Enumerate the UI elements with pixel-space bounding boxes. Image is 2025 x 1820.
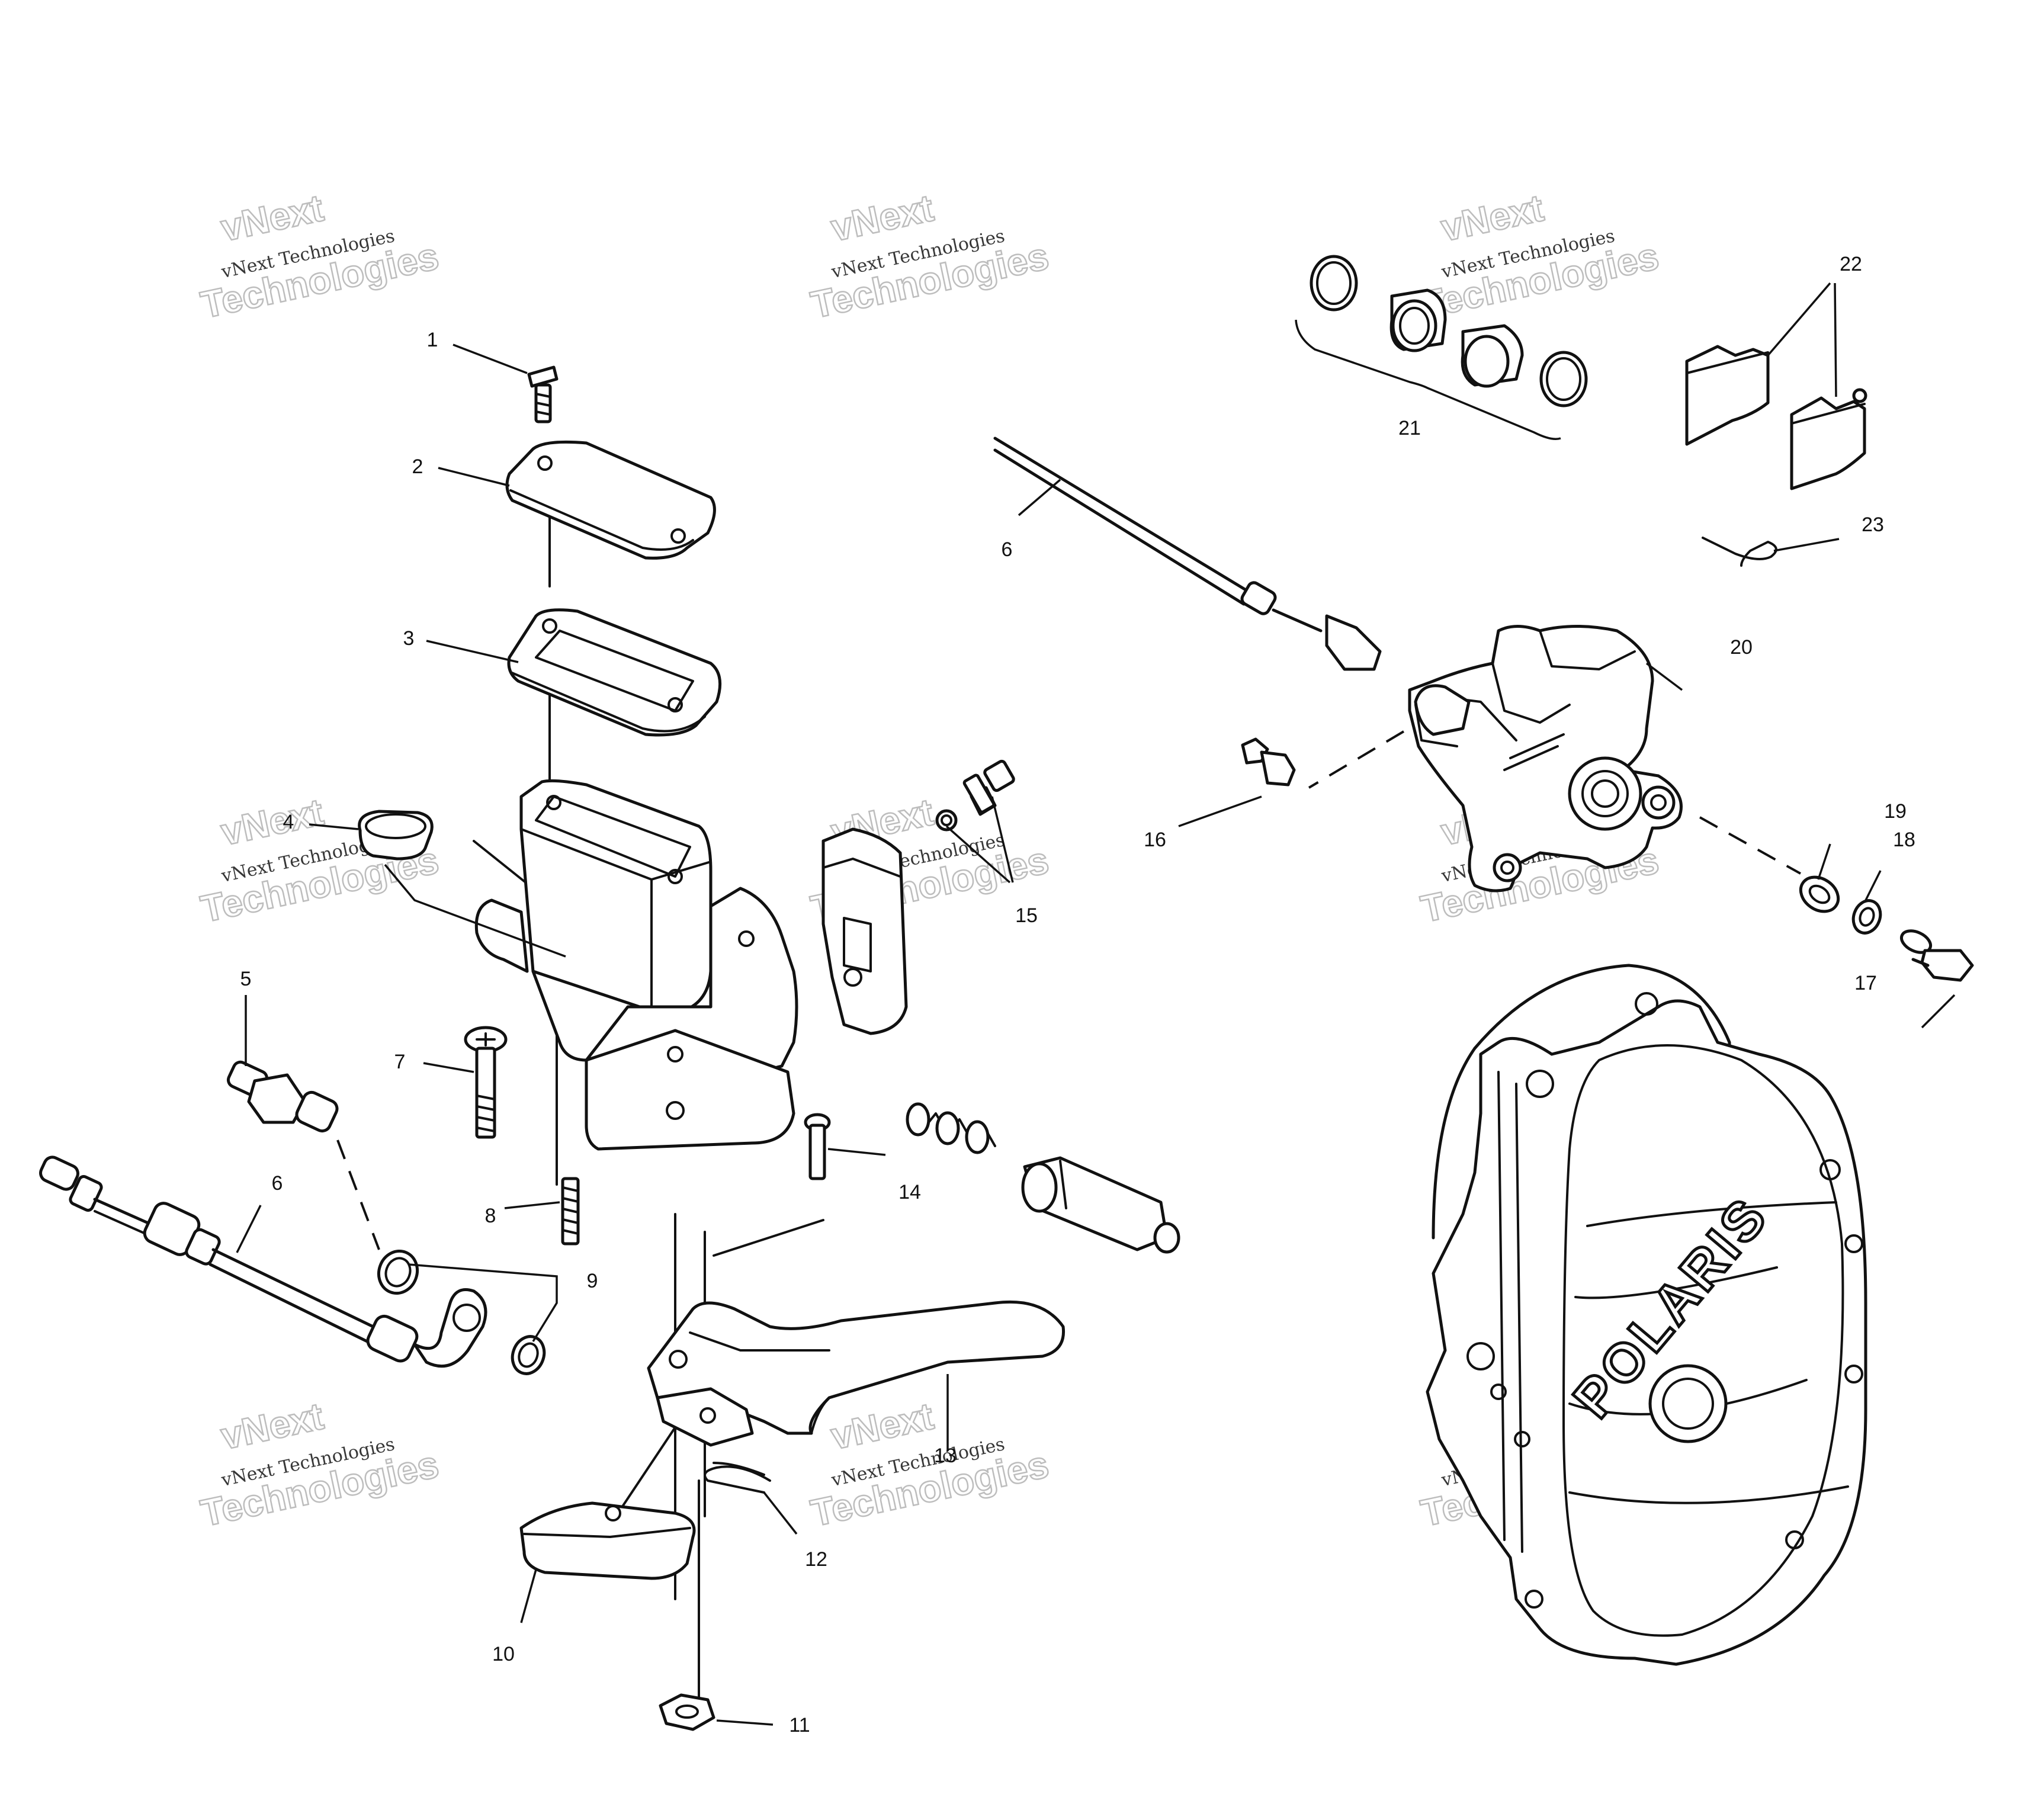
watermark-line1: vNext (1437, 187, 1547, 250)
callout-11: 11 (789, 1714, 810, 1736)
spring-clip-part-12 (704, 1462, 771, 1494)
callout-23: 23 (1862, 513, 1884, 536)
watermark-line1: vNext (827, 1395, 937, 1458)
screw-part-7 (464, 1026, 508, 1139)
callout-15: 15 (1015, 904, 1038, 927)
callout-14: 14 (898, 1181, 921, 1203)
callout-16: 16 (1144, 829, 1166, 851)
watermark: vNext vNext Technologies Technologies (197, 185, 443, 327)
callout-4: 4 (283, 811, 294, 833)
nut-part-11 (659, 1693, 715, 1731)
pivot-block-part-15 (821, 759, 1015, 1035)
callout-5: 5 (240, 968, 252, 990)
reservoir-cover-part-2 (505, 440, 716, 560)
brake-hose-left-part-6 (39, 1155, 487, 1368)
callout-9: 9 (587, 1270, 598, 1292)
set-screw-part-8 (561, 1177, 580, 1246)
leader-lines (236, 282, 1956, 1726)
bleeder-valve-part-16 (1241, 737, 1296, 787)
callout-1: 1 (427, 329, 438, 351)
spring-piston-assembly (906, 1102, 1180, 1254)
watermark: vNext vNext Technologies Technologies (197, 1394, 443, 1535)
callout-17: 17 (1854, 972, 1877, 994)
lever-block-part-10 (519, 1501, 696, 1580)
chaincase-cover: POLARIS (1426, 964, 1867, 1666)
watermark: vNext vNext Technologies Technologies (807, 185, 1053, 327)
callout-3: 3 (403, 627, 415, 650)
callout-6-upper: 6 (1002, 538, 1013, 561)
pin-part-14 (804, 1113, 831, 1180)
callout-18: 18 (1893, 829, 1915, 851)
diaphragm-gasket-part-3 (507, 608, 722, 737)
washer-part-18 (1851, 899, 1882, 935)
master-cylinder-body (474, 779, 798, 1151)
pad-clip-part-23 (1702, 537, 1777, 567)
dashed-assembly-lines (336, 730, 1801, 1250)
washer-part-19 (1799, 875, 1840, 913)
watermark-line1: vNext (217, 1395, 327, 1458)
brake-pads-part-22 (1685, 345, 1867, 490)
callout-12: 12 (805, 1548, 827, 1571)
callout-13: 13 (934, 1445, 957, 1467)
watermark-line1: vNext (217, 791, 327, 854)
watermark-line1: vNext (217, 187, 327, 250)
brake-lever-part-13 (647, 1300, 1066, 1447)
callout-2: 2 (412, 455, 423, 478)
callout-20: 20 (1730, 636, 1753, 659)
callout-21: 21 (1398, 417, 1421, 439)
callout-6-lower: 6 (272, 1172, 283, 1195)
caliper-part-20 (1408, 625, 1683, 893)
brake-hose-upper-part-6 (993, 436, 1382, 671)
boot-part-4 (358, 810, 434, 861)
callout-10: 10 (492, 1643, 515, 1665)
fitting-part-5 (226, 1060, 339, 1133)
watermark-line1: vNext (827, 187, 937, 250)
piston-kit-part-21 (1295, 255, 1588, 440)
callout-labels: 1 2 3 4 5 6 6 7 8 9 10 11 12 13 14 15 16… (240, 253, 1915, 1736)
callout-8: 8 (485, 1205, 496, 1227)
callout-22: 22 (1840, 253, 1862, 275)
screw-part-1 (527, 365, 559, 423)
callout-19: 19 (1884, 800, 1907, 823)
callout-7: 7 (394, 1051, 406, 1073)
bolt-part-17 (1899, 929, 1974, 982)
